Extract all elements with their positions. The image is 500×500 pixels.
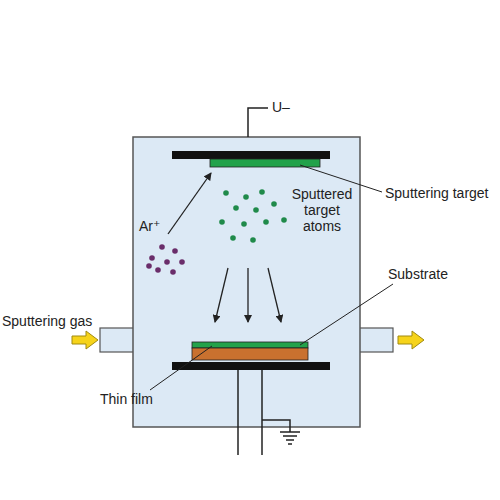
vacuum-chamber xyxy=(133,137,360,427)
target-atoms xyxy=(219,189,287,243)
ion-arrow xyxy=(168,173,211,234)
cathode-wire xyxy=(248,108,268,137)
leader-line xyxy=(150,346,212,390)
leader-line xyxy=(300,284,393,345)
substrate xyxy=(192,348,308,360)
gas-inlet xyxy=(100,328,136,352)
cathode-plate xyxy=(172,151,330,159)
gas-label: Sputtering gas xyxy=(2,313,92,329)
deposition-arrow xyxy=(215,268,228,322)
substrate-label: Substrate xyxy=(388,266,448,282)
film-label: Thin film xyxy=(100,391,153,407)
anode-plate xyxy=(172,362,330,370)
thin-film xyxy=(192,342,308,348)
deposition-arrow xyxy=(247,268,248,322)
gas-out-arrow xyxy=(398,331,424,349)
deposition-arrow xyxy=(268,268,281,322)
voltage-label: U– xyxy=(272,99,290,115)
wire xyxy=(261,370,263,455)
ion-label: Ar⁺ xyxy=(139,218,160,234)
gas-outlet xyxy=(357,328,393,352)
ground-wire xyxy=(262,420,290,432)
target-label: Sputtering target xyxy=(385,185,489,201)
gas-in-arrow xyxy=(72,331,98,349)
atoms-label: Sputtered target atoms xyxy=(286,186,358,234)
ground-symbol xyxy=(280,432,300,444)
argon-ions xyxy=(146,244,185,275)
wire xyxy=(237,370,239,455)
